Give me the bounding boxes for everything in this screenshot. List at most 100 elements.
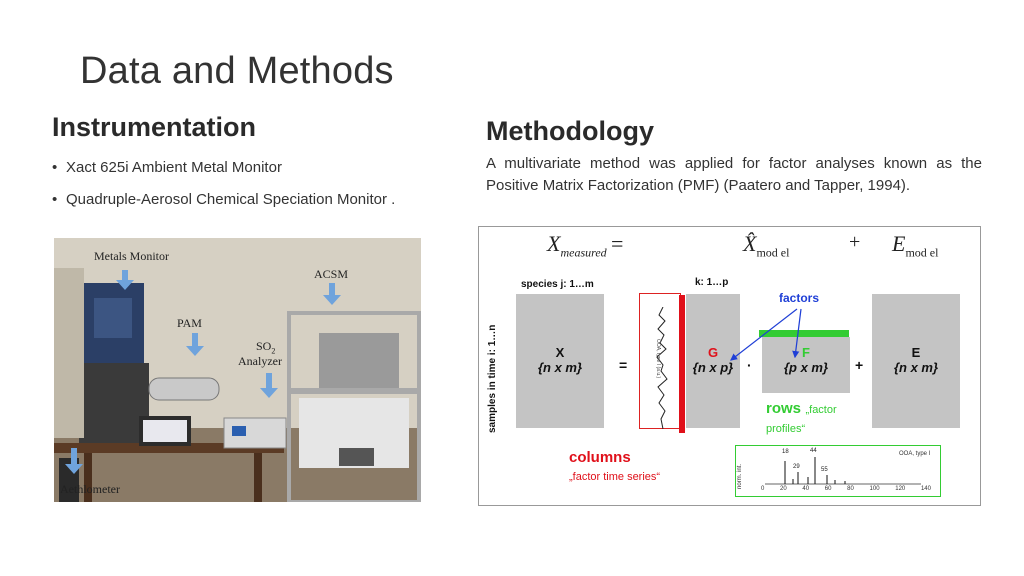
matrix-f-label: F {p x m} (762, 345, 850, 375)
spectrum-ylabel: norm. int. (737, 463, 743, 489)
analyzer-screen (232, 426, 246, 436)
lab-photo: Metals Monitor ACSM PAM SO2 Analyzer Aet… (54, 238, 421, 502)
arrow-to-g (730, 308, 798, 361)
matrix-e (872, 294, 960, 428)
equation-x-measured: Xmeasured (547, 231, 607, 260)
x-tick: 20 (780, 486, 787, 492)
x-tick: 60 (824, 486, 832, 492)
slide-title: Data and Methods (80, 50, 394, 92)
list-item: Xact 625i Ambient Metal Monitor (52, 158, 395, 178)
equation-plus: + (849, 231, 861, 253)
lab-photo-drawing (54, 238, 421, 502)
spectrum-box (735, 445, 941, 497)
arrow-to-f (792, 308, 802, 359)
list-item: Quadruple-Aerosol Chemical Speciation Mo… (52, 190, 395, 210)
peak-label: 44 (810, 448, 817, 454)
arrow-so2 (260, 373, 278, 398)
green-bar (759, 330, 849, 337)
shelf (54, 268, 84, 438)
so2-subscript: 2 (271, 346, 276, 356)
red-bar (679, 295, 685, 433)
rows-rest: „factor (805, 404, 837, 416)
equation-x-model: X̂mod el (743, 231, 789, 260)
metals-monitor-label: Metals Monitor (94, 249, 169, 263)
spectrum-xticks: 0 20 40 60 80 100 120 140 (761, 486, 931, 492)
x-tick: 40 (802, 486, 810, 492)
eq-e: E (892, 231, 906, 256)
metals-monitor-panel (94, 298, 132, 338)
methodology-heading: Methodology (486, 116, 654, 146)
arrow-metals (116, 270, 134, 290)
pmf-diagram: Xmeasured = X̂mod el + Emod el species j… (478, 226, 981, 506)
aethlometer-label: Aethlometer (60, 482, 120, 496)
acsm-vents (339, 448, 374, 466)
spectrum-bars (784, 457, 846, 484)
rows-word: rows (766, 400, 802, 417)
op-equals: = (619, 357, 628, 373)
acsm-frame (287, 311, 421, 502)
x-tick: 80 (847, 486, 854, 492)
matrix-x-name: X (555, 345, 565, 360)
bench-leg (254, 453, 262, 502)
spectrum-plot (765, 457, 921, 485)
metals-monitor-base (79, 363, 149, 443)
matrix-f-name: F (802, 345, 810, 360)
analyzer-label: Analyzer (238, 354, 282, 368)
spectrum-title: OOA, type I (899, 451, 931, 457)
x-tick: 100 (869, 486, 880, 492)
arrow-pam (186, 333, 204, 356)
matrix-x-label: X {n x m} (516, 345, 604, 375)
equation-e-model: Emod el (892, 231, 938, 260)
eq-x-sub: measured (560, 245, 607, 260)
so2-text: SO (256, 339, 272, 353)
eq-xhat: X̂ (743, 231, 757, 256)
eq-xhat-sub: mod el (756, 245, 790, 260)
eq-e-sub: mod el (905, 245, 939, 260)
methodology-text: A multivariate method was applied for fa… (486, 155, 982, 194)
x-tick: 0 (761, 486, 765, 492)
columns-rest: „factor time series“ (569, 471, 661, 483)
matrix-g (686, 294, 740, 428)
rows-profiles: profiles“ (766, 423, 806, 435)
k-label: k: 1…p (695, 277, 729, 288)
acsm-label: ACSM (314, 267, 349, 281)
arrow-acsm (323, 283, 341, 305)
bench-left (54, 443, 284, 453)
so2-label: SO2 (256, 339, 275, 355)
instrumentation-heading: Instrumentation (52, 112, 257, 142)
pam-tube (148, 377, 220, 401)
laptop-screen (143, 420, 187, 442)
matrix-e-name: E (911, 345, 921, 360)
species-label: species j: 1…m (521, 279, 594, 290)
x-tick: 140 (920, 486, 931, 492)
matrix-e-dims: {n x m} (893, 360, 939, 375)
matrix-f (762, 337, 850, 393)
peak-label: 55 (821, 467, 828, 473)
matrix-f-dims: {p x m} (783, 360, 829, 375)
matrix-x (516, 294, 604, 428)
peak-label: 29 (793, 464, 800, 470)
time-series-line (656, 307, 668, 429)
matrix-g-dims: {n x p} (692, 360, 734, 375)
bench-leg (84, 453, 92, 502)
arrows (65, 270, 341, 474)
rows-annotation: rows „factor (766, 400, 837, 418)
factors-label: factors (779, 291, 820, 305)
acsm-unit (319, 333, 399, 388)
time-series-plot (656, 307, 668, 429)
x-tick: 120 (895, 486, 906, 492)
peak-label: 18 (782, 449, 789, 455)
matrix-g-label: G {n x p} (686, 345, 740, 375)
equation-equals: = (611, 231, 624, 256)
matrix-x-dims: {n x m} (537, 360, 583, 375)
pam-label: PAM (177, 316, 202, 330)
instrument-list: Xact 625i Ambient Metal Monitor Quadrupl… (52, 158, 395, 222)
arrow-aethlometer (65, 448, 83, 474)
op-plus: + (855, 357, 864, 373)
factor-arrows (730, 308, 802, 361)
acsm-frame-mid (289, 388, 419, 394)
eq-x: X (547, 231, 561, 256)
op-dot: · (747, 357, 752, 373)
columns-word: columns (569, 449, 631, 466)
matrix-g-name: G (707, 345, 719, 360)
